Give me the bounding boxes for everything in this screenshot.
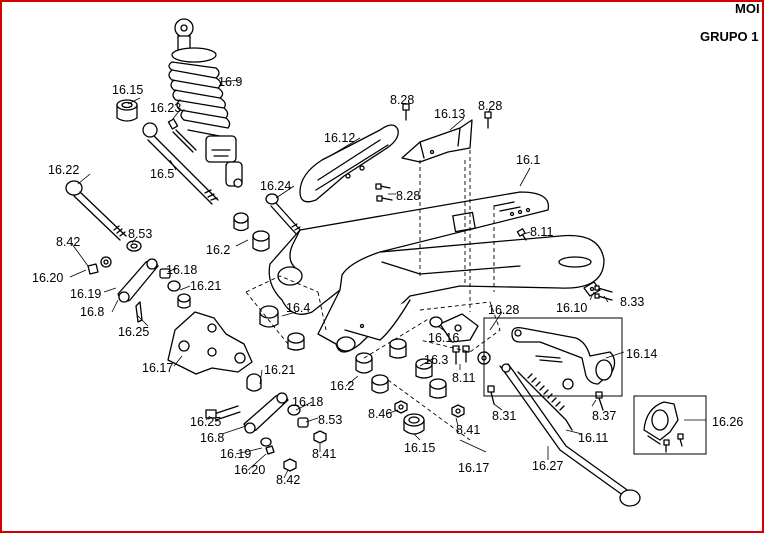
part-label: 16.16 (428, 331, 459, 345)
part-label: 8.11 (452, 371, 475, 385)
part-label: 8.42 (56, 235, 80, 249)
shock-absorber (168, 18, 243, 188)
part-label: 16.26 (712, 415, 743, 429)
part-label: 16.4 (286, 301, 310, 315)
model-header: MOI (735, 1, 760, 16)
part-label: 8.37 (592, 409, 616, 423)
part-label: 16.24 (260, 179, 291, 193)
link-rod-right (205, 373, 327, 472)
nuts-center (394, 400, 465, 418)
part-label: 16.13 (434, 107, 465, 121)
part-label: 16.15 (112, 83, 143, 97)
screws-8-28 (375, 103, 492, 202)
part-label: 16.10 (556, 301, 587, 315)
part-label: 16.28 (488, 303, 519, 317)
part-label: 16.21 (264, 363, 295, 377)
part-label: 16.2 (330, 379, 354, 393)
group-header: GRUPO 1 (700, 29, 759, 44)
box-16-26 (633, 395, 707, 455)
long-bolt-16-22 (65, 180, 127, 241)
part-label: 8.53 (318, 413, 342, 427)
bracket-16-14 (511, 326, 616, 390)
part-label: 8.28 (390, 93, 414, 107)
part-label: 16.25 (190, 415, 221, 429)
spacers-16-2-lower (355, 338, 447, 399)
part-label: 16.8 (80, 305, 104, 319)
swingarm (268, 191, 605, 353)
chain-guide (401, 119, 473, 163)
part-label: 16.20 (32, 271, 63, 285)
spacers-16-2-upper (233, 212, 270, 252)
part-label: 16.23 (150, 101, 181, 115)
bracket-16-26 (643, 401, 684, 453)
bushing-lower (403, 413, 425, 435)
part-label: 16.8 (200, 431, 224, 445)
part-label: 16.9 (218, 75, 242, 89)
part-label: 16.18 (166, 263, 197, 277)
part-label: 8.28 (478, 99, 502, 113)
part-label: 16.14 (626, 347, 657, 361)
screw-8-11-upper (516, 228, 527, 241)
part-label: 16.21 (190, 279, 221, 293)
part-label: 8.41 (456, 423, 480, 437)
part-label: 8.33 (620, 295, 644, 309)
bolt-16-24 (265, 193, 303, 236)
part-label: 8.53 (128, 227, 152, 241)
reference-lines (245, 150, 501, 441)
long-bolt-16-5 (142, 122, 219, 205)
part-label: 16.22 (48, 163, 79, 177)
part-label: 16.5 (150, 167, 174, 181)
screw-8-31 (487, 385, 495, 405)
box-16-14 (483, 317, 623, 397)
part-label: 16.15 (404, 441, 435, 455)
lever-plate-16-17 (167, 311, 253, 375)
chain-slider (299, 124, 399, 203)
part-label: 16.25 (118, 325, 149, 339)
part-label: 8.31 (492, 409, 516, 423)
part-label: 16.2 (206, 243, 230, 257)
bolt-16-23 (167, 118, 197, 153)
part-label: 8.41 (312, 447, 336, 461)
part-label: 16.19 (220, 447, 251, 461)
bushing-top (116, 99, 138, 122)
part-label: 16.11 (578, 431, 608, 445)
part-label: 8.11 (530, 225, 553, 239)
part-label: 16.19 (70, 287, 101, 301)
part-label: 8.42 (276, 473, 300, 487)
part-label: 16.17 (142, 361, 173, 375)
part-number-labels: 16.9 16.15 16.23 16.5 16.22 8.53 8.42 16.20 16.1… (32, 75, 743, 487)
spacer-pair-left (167, 280, 191, 309)
part-label: 16.3 (424, 353, 448, 367)
part-label: 16.1 (516, 153, 540, 167)
part-label: 8.28 (396, 189, 420, 203)
link-rod-left (87, 256, 171, 323)
spring-and-stand (499, 363, 641, 507)
part-label: 16.12 (324, 131, 355, 145)
part-label: 16.20 (234, 463, 265, 477)
washer-8-53-left (126, 240, 142, 252)
bracket-16-10 (583, 281, 613, 301)
part-label: 16.27 (532, 459, 563, 473)
screw-8-37 (595, 391, 604, 411)
leader-lines (69, 79, 706, 479)
part-label: 8.46 (368, 407, 392, 421)
part-label: 16.18 (292, 395, 323, 409)
part-label: 16.17 (458, 461, 489, 475)
